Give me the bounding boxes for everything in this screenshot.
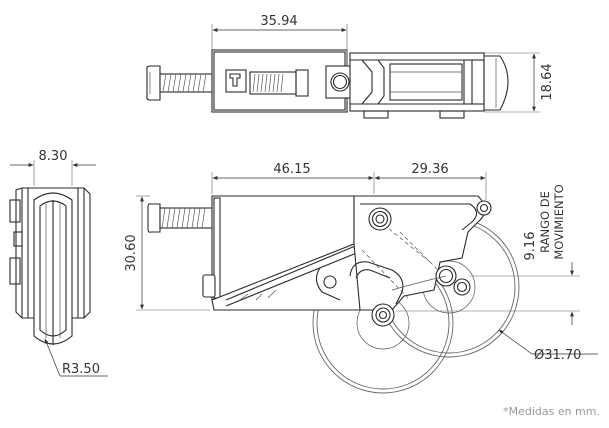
side-width-label: 8.30 — [39, 149, 68, 164]
front-thread — [161, 207, 206, 229]
front-width-left-label: 46.15 — [273, 162, 310, 177]
units-note: *Medidas en mm. — [503, 405, 600, 418]
travel-label: 9.16 — [523, 232, 538, 261]
top-nut-thread — [252, 73, 284, 93]
top-view: 35.94 18.64 — [146, 14, 555, 119]
top-height-label: 18.64 — [540, 63, 555, 100]
wheel-diameter-label: Ø31.70 — [534, 348, 581, 363]
side-view: 8.30 R3.50 — [9, 149, 108, 377]
travel-caption-line2: MOVIMIENTO — [552, 184, 566, 259]
travel-caption-line1: RANGO DE — [538, 191, 552, 253]
side-radius-label: R3.50 — [62, 362, 100, 377]
front-width-right-label: 29.36 — [411, 162, 448, 177]
top-width-label: 35.94 — [260, 14, 297, 29]
front-view: 46.15 29.36 30.60 9.16 RANGO DE MOVIMIEN… — [124, 162, 598, 394]
front-height-label: 30.60 — [124, 234, 139, 271]
top-thread — [162, 73, 207, 93]
